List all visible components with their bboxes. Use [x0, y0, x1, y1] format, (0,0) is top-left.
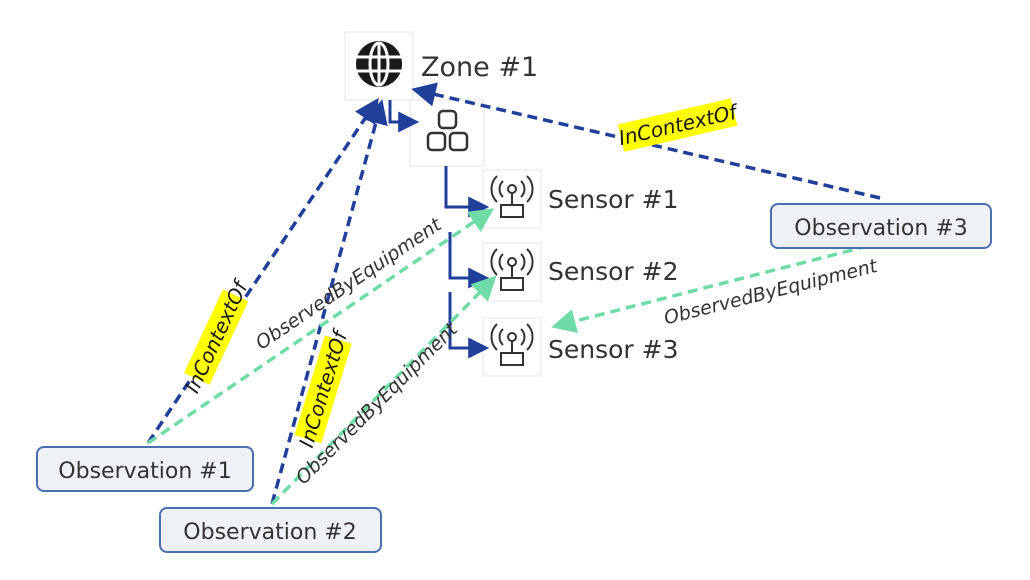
label-obs1-sensor1: ObservedByEquipment [252, 213, 447, 354]
observation-2-node[interactable]: Observation #2 [159, 507, 382, 553]
edge-obs3-sensor3 [551, 244, 869, 333]
grouped-boxes-icon [426, 109, 469, 152]
incontext-edges [146, 82, 881, 505]
observation-3-label: Observation #3 [794, 216, 967, 241]
antenna-icon [490, 248, 534, 291]
edge-obs2-zone [270, 99, 388, 505]
zone-to-group-connector [388, 100, 420, 133]
edge-obs1-zone [146, 97, 379, 444]
group-to-sensor3-connector [448, 292, 490, 359]
zone-label: Zone #1 [421, 52, 538, 83]
antenna-icon [490, 175, 534, 218]
observation-1-node[interactable]: Observation #1 [36, 446, 254, 492]
observation-2-label: Observation #2 [183, 520, 356, 545]
antenna-icon [490, 323, 534, 366]
sensor1-label: Sensor #1 [548, 185, 679, 214]
edge-obs2-sensor2 [270, 275, 497, 506]
observation-3-node[interactable]: Observation #3 [770, 203, 992, 249]
label-obs3-zone: InContextOf [616, 98, 742, 152]
edge-obs1-sensor1 [147, 208, 495, 445]
observed-edges [147, 208, 869, 506]
sensor3-label: Sensor #3 [548, 335, 679, 364]
globe-icon [356, 41, 402, 87]
group-to-sensor2-connector [448, 232, 490, 289]
group-to-sensor1-connector [444, 166, 490, 218]
label-obs3-zone-text: InContextOf [616, 99, 741, 150]
observation-1-label: Observation #1 [58, 459, 231, 484]
sensor2-label: Sensor #2 [548, 257, 679, 286]
